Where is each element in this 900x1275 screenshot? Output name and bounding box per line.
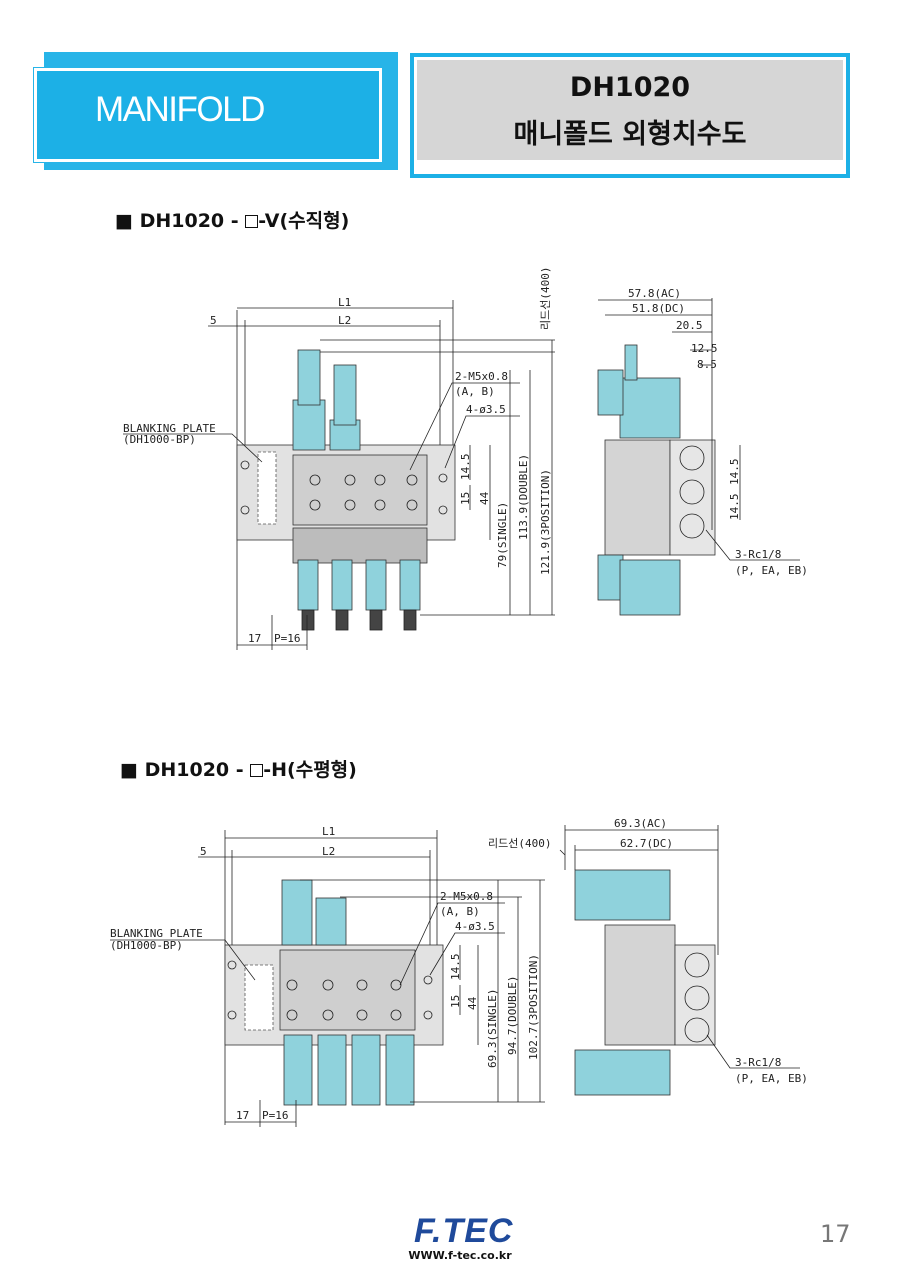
section1-title-suffix: -V(수직형) (258, 210, 350, 232)
dim-single: 79(SINGLE) (496, 502, 509, 568)
port-label: (P, EA, EB) (735, 564, 808, 577)
drawing-vertical: L1 L2 5 BLANKING PLATE (DH1000-BP) 2-M5x… (123, 267, 808, 650)
side-view-2 (574, 869, 716, 1096)
dim2-double: 94.7(DOUBLE) (506, 976, 519, 1055)
drawing-horizontal: L1 L2 5 BLANKING PLATE (DH1000-BP) 2-M5x… (110, 817, 808, 1127)
dim-5-label: 5 (210, 314, 217, 327)
bullet-square-icon: ■ (115, 210, 133, 232)
dim2-3position: 102.7(3POSITION) (527, 954, 540, 1060)
blanking-plate-code-2: (DH1000-BP) (110, 939, 183, 952)
hole-label: 4-ø3.5 (466, 403, 506, 416)
dim2-ac: 69.3(AC) (614, 817, 667, 830)
dim2-5-label: 5 (200, 845, 207, 858)
dim-l1-label: L1 (338, 296, 351, 309)
dim-3position: 121.9(3POSITION) (539, 469, 552, 575)
box-placeholder-icon (245, 215, 259, 228)
section1-title: ■ DH1020 - -V(수직형) (115, 206, 349, 233)
blanking-plate-label: BLANKING PLATE (123, 422, 216, 435)
m5-label-2: 2-M5x0.8 (440, 890, 493, 903)
dim-14-5: 14.5 (459, 454, 472, 481)
blanking-plate-label-2: BLANKING PLATE (110, 927, 203, 940)
dim-double: 113.9(DOUBLE) (517, 454, 530, 540)
dim2-l1-label: L1 (322, 825, 335, 838)
dim2-17: 17 (236, 1109, 249, 1122)
dim-dc: 51.8(DC) (632, 302, 685, 315)
header-left-panel (34, 68, 382, 162)
port-label-2: (P, EA, EB) (735, 1072, 808, 1085)
hole-label-2: 4-ø3.5 (455, 920, 495, 933)
header-model: DH1020 (569, 72, 691, 103)
dim2-dc: 62.7(DC) (620, 837, 673, 850)
dim-side-14-5a: 14.5 (728, 459, 741, 486)
dim2-15: 15 (449, 995, 462, 1008)
side-view (597, 344, 716, 616)
dim-lead: 리드선(400) (539, 267, 552, 330)
dim-15: 15 (459, 492, 472, 505)
header-right-panel (417, 60, 843, 160)
dim-l2-label: L2 (338, 314, 351, 327)
dim-12-5: 12.5 (691, 342, 718, 355)
ab-label-2: (A, B) (440, 905, 480, 918)
valve-stack (240, 349, 448, 631)
dim2-44: 44 (466, 996, 479, 1010)
section1-title-text: DH1020 - (139, 210, 246, 232)
dim-44: 44 (478, 491, 491, 505)
bullet-square-icon: ■ (120, 759, 138, 781)
blanking-plate-code: (DH1000-BP) (123, 433, 196, 446)
section2-title-suffix: -H(수평형) (263, 759, 357, 781)
header-manifold-title: MANIFOLD (95, 90, 265, 129)
dim-side-14-5b: 14.5 (728, 494, 741, 521)
rc-label-2: 3-Rc1/8 (735, 1056, 781, 1069)
section2-title: ■ DH1020 - -H(수평형) (120, 755, 357, 782)
dim-20-5: 20.5 (676, 319, 703, 332)
header-subtitle: 매니폴드 외형치수도 (513, 119, 747, 150)
dim-17: 17 (248, 632, 261, 645)
section2-title-text: DH1020 - (144, 759, 251, 781)
page-number: 17 (820, 1220, 851, 1248)
ab-label: (A, B) (455, 385, 495, 398)
dim-8-5: 8.5 (697, 358, 717, 371)
dim2-pitch: P=16 (262, 1109, 289, 1122)
ftec-logo: F.TEC (414, 1212, 514, 1250)
valve-stack-2 (227, 879, 433, 1106)
dim2-14-5: 14.5 (449, 954, 462, 981)
dim-ac: 57.8(AC) (628, 287, 681, 300)
rc-label: 3-Rc1/8 (735, 548, 781, 561)
footer-url[interactable]: WWW.f-tec.co.kr (408, 1249, 512, 1262)
dim2-single: 69.3(SINGLE) (486, 989, 499, 1068)
dim-pitch: P=16 (274, 632, 301, 645)
box-placeholder-icon (250, 764, 264, 777)
dim2-lead: 리드선(400) (488, 837, 551, 850)
dim2-l2-label: L2 (322, 845, 335, 858)
m5-label: 2-M5x0.8 (455, 370, 508, 383)
